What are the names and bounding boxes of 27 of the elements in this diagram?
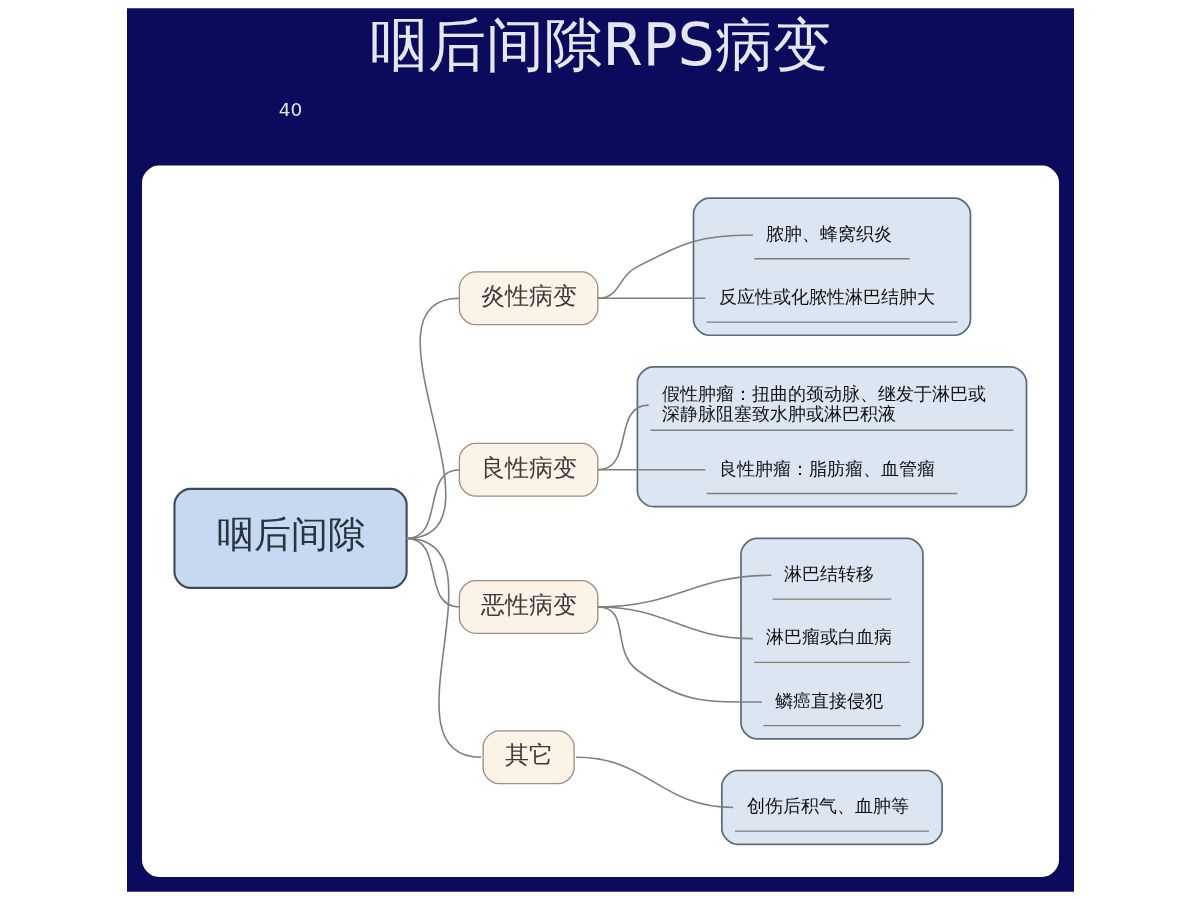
connector: [596, 469, 706, 471]
node-box: 炎性病变: [458, 271, 598, 326]
cluster: [636, 366, 1027, 508]
connector: [596, 234, 754, 300]
label: 40: [278, 98, 302, 120]
connector: [596, 297, 706, 300]
node-box: 恶性病变: [458, 579, 598, 634]
connector: [596, 606, 763, 703]
diagram-title: 咽后间隙RPS病变: [369, 11, 831, 80]
node-box: 咽后间隙: [172, 487, 408, 589]
node-text: 脓肿、蜂窝织炎: [765, 222, 892, 244]
node-text: 创伤后积气、血肿等: [746, 795, 909, 817]
node-text: 反应性或化脓性淋巴结肿大: [718, 286, 935, 308]
connector: [574, 756, 734, 809]
node-text: 假性肿瘤：扭曲的颈动脉、继发于淋巴或深静脉阻塞致水肿或淋巴积液: [661, 383, 986, 424]
node-text: 淋巴结转移: [783, 563, 874, 585]
cluster: [141, 165, 1059, 877]
node-text: 淋巴瘤或白血病: [765, 626, 892, 648]
cluster: [739, 537, 924, 740]
node-box: 其它: [481, 730, 575, 785]
connector: [405, 297, 460, 540]
node-text: 良性肿瘤：脂肪瘤、血管瘤: [718, 457, 935, 479]
node-text: 鳞癌直接侵犯: [774, 689, 883, 711]
cluster: [720, 769, 943, 846]
connector: [405, 469, 460, 540]
cluster: [692, 197, 971, 337]
node-box: 良性病变: [458, 442, 598, 497]
